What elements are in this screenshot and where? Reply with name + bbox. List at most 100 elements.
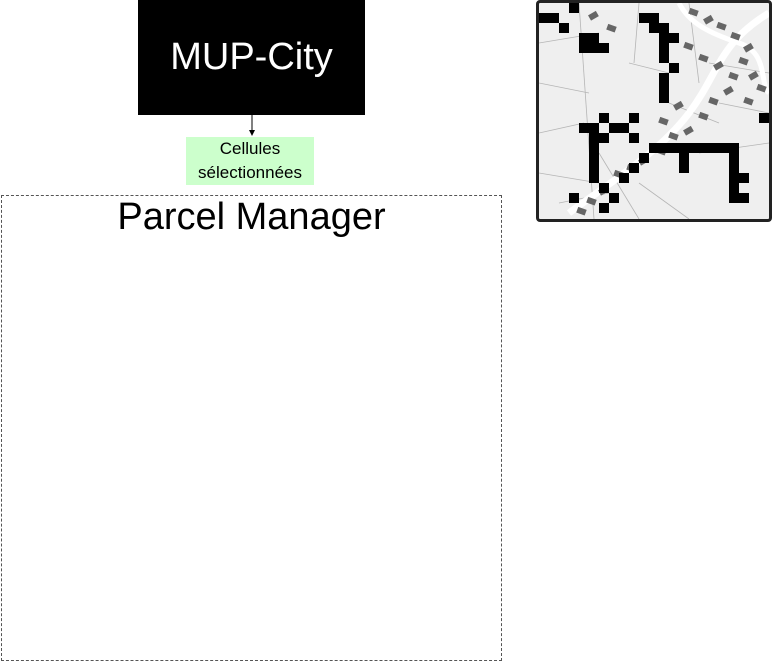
building: [688, 7, 699, 17]
selected-cell: [669, 63, 679, 73]
selected-cell: [739, 193, 749, 203]
building: [586, 196, 597, 206]
selected-cell: [699, 143, 709, 153]
selected-cell: [719, 143, 729, 153]
mupcity-label: MUP-City: [170, 36, 333, 78]
selected-cell: [649, 23, 659, 33]
building: [698, 111, 709, 121]
selected-cell: [649, 143, 659, 153]
selected-cell: [729, 173, 739, 183]
building: [698, 53, 709, 63]
parcel-manager-frame: Parcel Manager: [1, 195, 502, 661]
selected-cell: [589, 163, 599, 173]
building: [708, 96, 719, 106]
parcel-line: [638, 182, 690, 219]
parcel-line: [718, 102, 769, 114]
selected-cell: [589, 33, 599, 43]
building: [738, 56, 749, 66]
building: [723, 85, 734, 96]
selected-cell: [759, 113, 769, 123]
building: [743, 42, 754, 53]
flow-arrow: [249, 115, 255, 136]
selected-cell: [669, 143, 679, 153]
selected-cell: [629, 163, 639, 173]
selected-cell: [579, 123, 589, 133]
selected-cell: [659, 93, 669, 103]
selected-cell: [609, 123, 619, 133]
selected-cell: [679, 163, 689, 173]
selected-cell: [629, 133, 639, 143]
selected-cell: [579, 33, 589, 43]
selected-cell: [619, 123, 629, 133]
building: [730, 31, 741, 41]
selected-cell: [639, 153, 649, 163]
selected-cell: [609, 193, 619, 203]
building: [683, 41, 694, 51]
selected-cell: [639, 13, 649, 23]
building: [748, 70, 759, 81]
selected-cell: [629, 113, 639, 123]
selected-cells-label: Cellules sélectionnées: [186, 137, 314, 185]
selected-cell: [659, 73, 669, 83]
parcel-manager-title: Parcel Manager: [117, 196, 386, 238]
selected-cell: [549, 13, 559, 23]
selected-cell: [659, 43, 669, 53]
building: [756, 83, 767, 93]
parcel-line: [598, 152, 640, 219]
building: [576, 206, 587, 216]
building: [668, 131, 679, 141]
selected-cell: [739, 173, 749, 183]
selected-cell: [569, 3, 579, 13]
selected-cell: [599, 133, 609, 143]
selected-cell: [729, 183, 739, 193]
selected-cell: [589, 133, 599, 143]
selected-cell: [729, 153, 739, 163]
parcel-line: [633, 3, 640, 64]
selected-cell: [589, 143, 599, 153]
selected-cell: [589, 153, 599, 163]
parcel-line: [628, 62, 670, 74]
parcel-line: [539, 82, 590, 94]
selected-cell: [599, 183, 609, 193]
selected-cell: [539, 13, 549, 23]
building: [673, 100, 684, 111]
selected-cell: [679, 153, 689, 163]
selected-cell: [729, 193, 739, 203]
parcel-line: [539, 122, 585, 134]
selected-cell: [669, 33, 679, 43]
selected-cell: [659, 83, 669, 93]
selected-cell: [709, 143, 719, 153]
building: [703, 14, 714, 25]
building: [588, 10, 599, 21]
selected-cell: [689, 143, 699, 153]
building: [716, 21, 727, 31]
building: [743, 96, 754, 106]
mupcity-block: MUP-City: [138, 0, 365, 115]
cell-map-image: [536, 0, 772, 222]
cell-map-svg: [539, 3, 769, 219]
selected-cell: [589, 43, 599, 53]
selected-cell: [569, 193, 579, 203]
selected-cell: [659, 23, 669, 33]
selected-cell: [729, 143, 739, 153]
selected-cell: [599, 113, 609, 123]
selected-cell: [619, 173, 629, 183]
selected-cell: [679, 143, 689, 153]
selected-cell: [729, 163, 739, 173]
selected-cell: [589, 173, 599, 183]
selected-cell: [599, 43, 609, 53]
selected-cell: [649, 13, 659, 23]
building: [683, 125, 694, 136]
building: [728, 71, 739, 81]
selected-cells-line1: Cellules: [219, 139, 281, 158]
building: [658, 116, 669, 126]
selected-cell: [659, 53, 669, 63]
road: [676, 3, 769, 95]
selected-cell: [589, 123, 599, 133]
selected-cell: [579, 43, 589, 53]
building: [713, 60, 724, 71]
selected-cell: [659, 143, 669, 153]
selected-cells-line2: sélectionnées: [198, 163, 302, 182]
selected-cell: [659, 33, 669, 43]
selected-cell: [599, 203, 609, 213]
